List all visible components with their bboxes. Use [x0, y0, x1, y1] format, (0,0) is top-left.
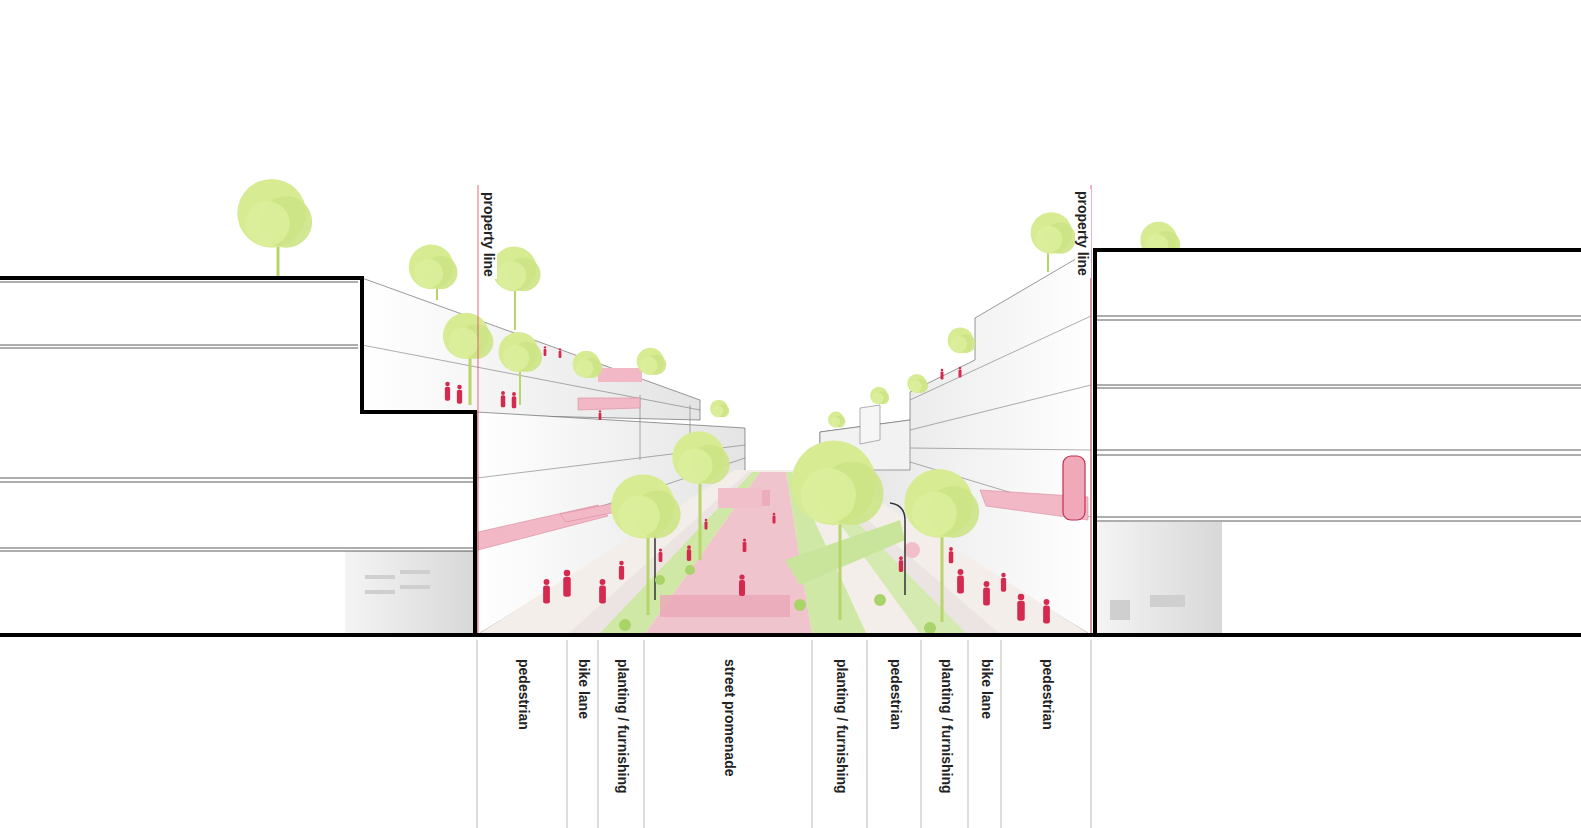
zone-label: planting / furnishing [834, 657, 850, 796]
property-line-label: property line [1075, 189, 1091, 278]
property-line-label: property line [481, 190, 497, 279]
zone-label: pedestrian [888, 657, 904, 732]
zone-label: bike lane [576, 657, 592, 721]
zone-label: planting / furnishing [939, 657, 955, 796]
zone-label: pedestrian [1040, 657, 1056, 732]
zone-label: bike lane [979, 657, 995, 721]
zone-label: planting / furnishing [615, 657, 631, 796]
zone-label: street promenade [722, 657, 738, 778]
zone-label: pedestrian [516, 657, 532, 732]
